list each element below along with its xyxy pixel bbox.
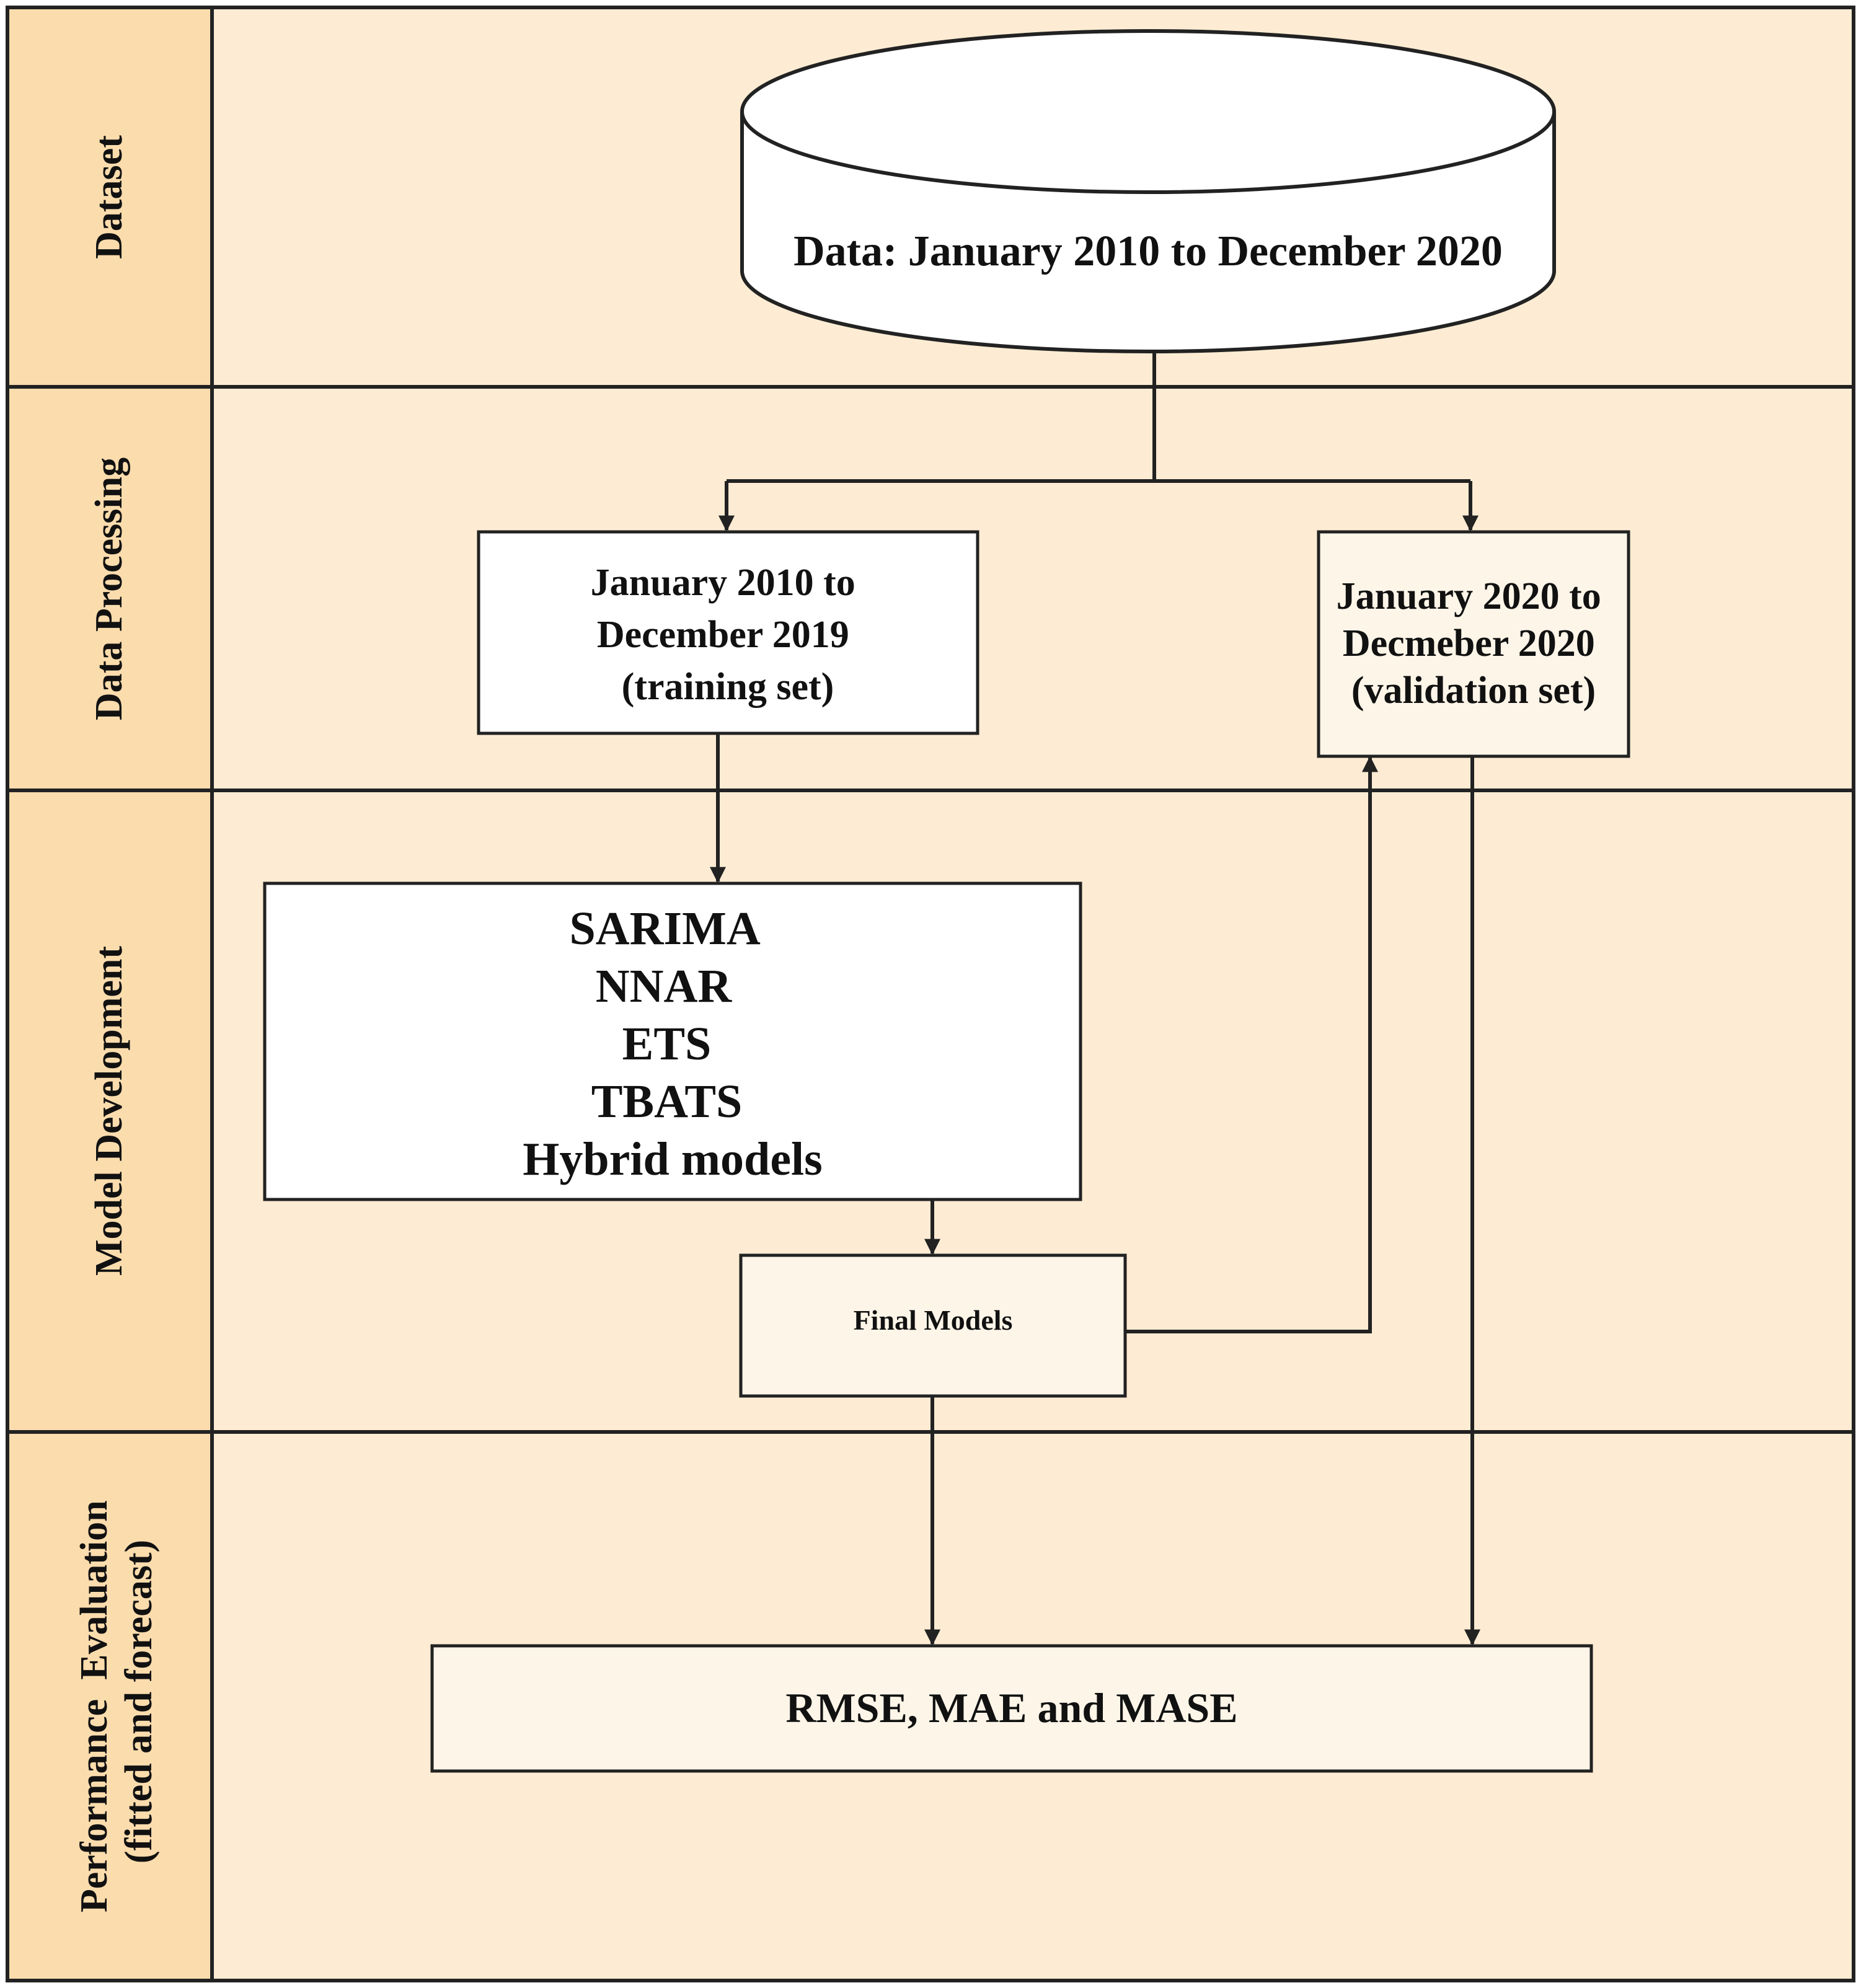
lane-outer-border [6,6,1855,1982]
lane-label-line: Model Development [88,946,130,1276]
model-name: NNAR [596,960,733,1012]
model-name: Hybrid models [523,1133,823,1185]
model-name: ETS [622,1018,712,1070]
validation-set-line: Decmeber 2020 [1343,622,1595,665]
models-rect [263,881,1082,1201]
validation-set-line: (validation set) [1351,669,1596,712]
lane-label-performance-evaluation: Performance Evaluation (fitted and forec… [73,1491,160,1912]
final-models-label: Final Models [854,1304,1013,1336]
lane-label-model-development: Model Development [88,946,130,1276]
metrics-label: RMSE, MAE and MASE [785,1684,1237,1731]
final-models-rect [739,1253,1127,1398]
lane-label-data-processing: Data Processing [88,457,130,720]
metrics-rect [430,1644,1593,1773]
training-set-rect [477,530,979,735]
training-set-line: December 2019 [597,614,849,656]
final-models-box: Final Models [739,1253,1127,1398]
model-name: SARIMA [569,903,760,955]
models-box: SARIMA NNAR ETS TBATS Hybrid models [263,881,1082,1201]
training-set-label: January 2010 to December 2019 (training … [591,562,865,708]
validation-set-line: January 2020 to [1337,575,1601,617]
lane-label-line: Dataset [88,135,130,259]
validation-set-rect [1317,530,1630,758]
cylinder-label: Data: January 2010 to December 2020 [793,228,1503,275]
lane-labels: Dataset Data Processing Model Developmen… [73,135,160,1912]
dataset-cylinder: Data: January 2010 to December 2020 [740,29,1556,353]
final-models-line: Final Models [854,1304,1013,1336]
model-name: TBATS [591,1076,743,1128]
connectors [710,351,1480,1646]
lane-label-line: Performance Evaluation [73,1500,115,1912]
arrow-final-to-validation [1125,756,1378,1333]
validation-set-box: January 2020 to Decmeber 2020 (validatio… [1317,530,1630,758]
metrics-box: RMSE, MAE and MASE [430,1644,1593,1773]
lane-label-dataset: Dataset [88,135,130,259]
cylinder-top [740,29,1556,194]
training-set-line: January 2010 to [591,562,855,604]
metrics-line: RMSE, MAE and MASE [785,1684,1237,1731]
cylinder-label-line: Data: January 2010 to December 2020 [793,228,1503,275]
training-set-box: January 2010 to December 2019 (training … [477,530,979,735]
lane-label-line: (fitted and forecast) [118,1540,160,1863]
lane-label-line: Data Processing [88,457,130,720]
models-list: SARIMA NNAR ETS TBATS Hybrid models [523,903,823,1185]
training-set-line: (training set) [622,666,834,708]
lane-header-column [7,7,212,1981]
validation-set-label: January 2020 to Decmeber 2020 (validatio… [1337,575,1611,712]
